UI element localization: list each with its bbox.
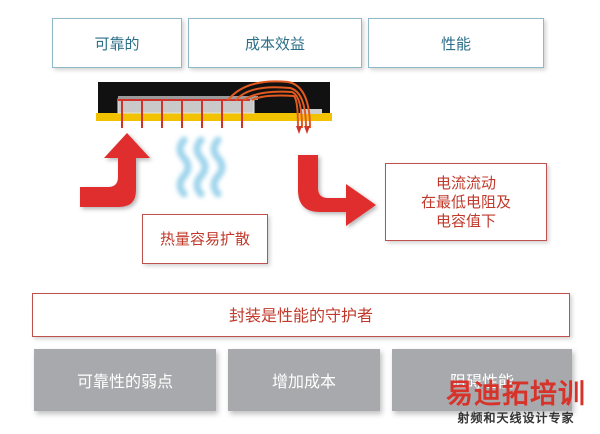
die-layer <box>117 98 255 114</box>
bond-wire <box>227 80 311 129</box>
watermark-main: 易迪拓培训 <box>446 379 586 410</box>
bond-wire <box>243 90 303 129</box>
package-diagram <box>80 80 376 226</box>
current-arrowheads <box>296 126 310 134</box>
bond-pad-right <box>300 109 322 114</box>
guardian-banner: 封装是性能的守护者 <box>32 293 570 337</box>
cost-benefit-label: 成本效益 <box>244 34 305 53</box>
cost-benefit-box: 成本效益 <box>188 18 362 68</box>
heat-wave <box>210 136 226 198</box>
substrate-strip <box>96 113 332 121</box>
guardian-banner-label: 封装是性能的守护者 <box>228 305 373 325</box>
added-cost-box: 增加成本 <box>228 349 380 411</box>
current-flow-line2: 在最低电阻及 <box>420 192 511 211</box>
current-arrow-right <box>298 155 376 226</box>
limited-performance-box: 阻碍性能 <box>392 349 572 411</box>
bond-wire <box>235 86 307 129</box>
bond-wire <box>251 94 299 129</box>
heat-wave <box>176 136 192 198</box>
heat-wave <box>193 136 209 198</box>
arrowhead <box>304 126 310 134</box>
current-flow-line3: 电容值下 <box>435 211 496 230</box>
weak-reliability-box: 可靠性的弱点 <box>34 349 216 411</box>
reliable-box: 可靠的 <box>52 18 182 68</box>
added-cost-label: 增加成本 <box>271 372 336 391</box>
heat-dissipation-label: 热量容易扩散 <box>159 229 250 248</box>
arrowhead <box>296 126 302 134</box>
heat-dissipation-box: 热量容易扩散 <box>142 214 268 264</box>
chip-package <box>96 82 332 121</box>
performance-box: 性能 <box>368 18 544 68</box>
reliable-label: 可靠的 <box>94 34 140 53</box>
die-top <box>118 96 258 100</box>
watermark: 易迪拓培训 射频和天线设计专家 <box>446 380 586 426</box>
current-flow-box: 电流流动 在最低电阻及 电容值下 <box>385 163 547 241</box>
bond-wires <box>227 80 311 129</box>
watermark-sub: 射频和天线设计专家 <box>457 411 575 425</box>
weak-reliability-label: 可靠性的弱点 <box>76 372 173 391</box>
performance-label: 性能 <box>440 34 471 53</box>
limited-performance-label: 阻碍性能 <box>449 372 514 391</box>
current-flow-line1: 电流流动 <box>435 173 496 192</box>
heat-waves <box>176 136 226 198</box>
heat-arrow-up <box>80 133 150 207</box>
